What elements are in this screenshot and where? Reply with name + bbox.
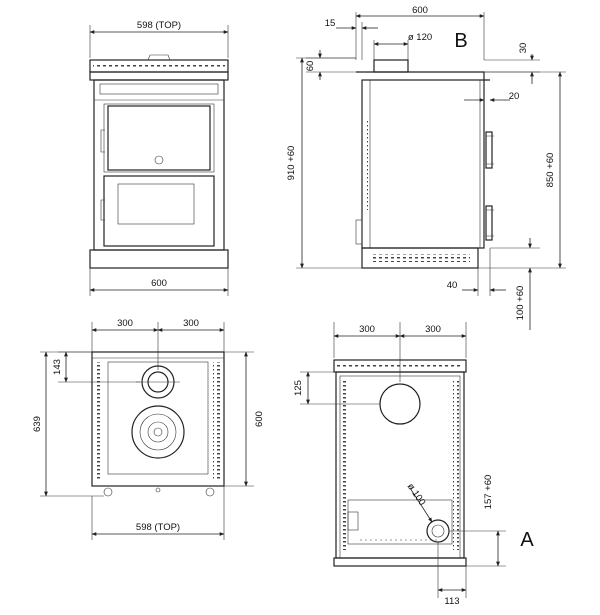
rear-view: 300 300 ø 100 125 157 +60 A [293, 322, 534, 607]
side-view: 600 B 15 ø 120 30 60 [286, 5, 566, 330]
top-depth-left-label: 639 [32, 416, 43, 432]
rear-right-half-label: 300 [425, 324, 441, 335]
top-bottom-width-label: 598 (TOP) [136, 522, 180, 533]
side-flue-offset-label: 15 [325, 18, 336, 29]
side-body-height-label: 850 +60 [545, 153, 556, 188]
side-back-gap-label: 20 [509, 91, 520, 102]
rear-flue-height-label: 125 [293, 380, 304, 396]
top-left-half-label: 300 [117, 318, 133, 329]
top-view: 300 300 143 639 600 [32, 318, 265, 540]
front-bottom-width-label: 600 [151, 278, 167, 289]
side-plinth-height-label: 100 +60 [515, 286, 526, 321]
top-right-half-label: 300 [183, 318, 199, 329]
side-top-thickness-label: 30 [518, 43, 529, 54]
rear-outlet-diameter-label: ø 100 [405, 481, 428, 507]
side-left-step-label: 60 [305, 61, 316, 72]
rear-corner-label-a: A [520, 529, 534, 551]
side-flue-diameter-label: ø 120 [408, 32, 432, 43]
side-foot-depth-label: 40 [447, 280, 458, 291]
top-depth-right-label: 600 [254, 411, 265, 427]
side-total-height-label: 910 +60 [286, 146, 297, 181]
front-top-width-label: 598 (TOP) [137, 20, 181, 31]
rear-outlet-offset-label: 113 [444, 596, 459, 607]
side-corner-label-b: B [454, 30, 467, 52]
side-top-width-label: 600 [412, 5, 428, 16]
front-view: 598 (TOP) 600 [89, 20, 229, 296]
rear-left-half-label: 300 [359, 324, 375, 335]
top-flue-offset-label: 143 [52, 359, 63, 375]
rear-outlet-height-label: 157 +60 [483, 475, 494, 510]
